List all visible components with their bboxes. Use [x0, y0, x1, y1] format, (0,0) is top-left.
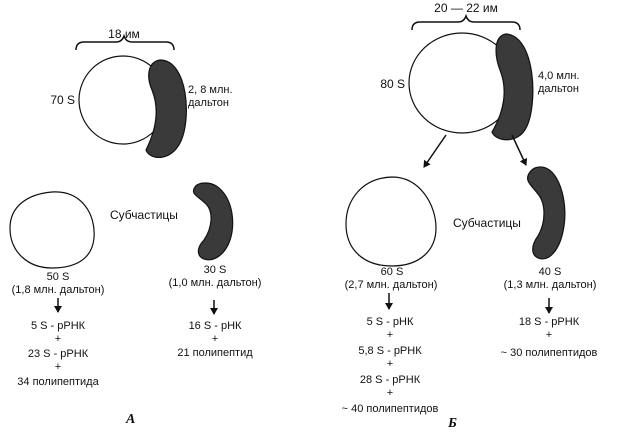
subunit-50s-mass: (1,8 млн. дальтон) — [11, 284, 105, 296]
subunit-40s-shape — [526, 166, 566, 260]
plus-sign: + — [545, 329, 553, 341]
subunit-50s-component-1: 5 S - рРНК — [30, 320, 86, 332]
subunit-60s-component-3: 28 S - рРНК — [359, 374, 421, 386]
plus-sign: + — [386, 329, 394, 341]
subunit-50s-component-3: 34 полипептида — [17, 376, 99, 388]
subunit-30s-label: 30 S — [203, 264, 227, 276]
subunit-60s-component-2: 5,8 S - рРНК — [358, 345, 422, 357]
subunit-60s-component-4: ~ 40 полипептидов — [341, 403, 439, 415]
subunit-40s-label: 40 S — [538, 266, 562, 278]
subunit-40s-mass: (1,3 млн. дальтон) — [503, 279, 597, 291]
subparticles-label-a: Субчастицы — [110, 208, 178, 222]
subunit-50s-component-2: 23 S - рРНК — [27, 348, 89, 360]
arrow-80s-to-60s — [423, 134, 447, 168]
subunit-60s-mass: (2,7 млн. дальтон) — [344, 279, 438, 291]
panel-letter-a: А — [126, 412, 136, 427]
subunit-60s-label: 60 S — [380, 266, 404, 278]
subunit-30s-mass: (1,0 млн. дальтон) — [168, 277, 262, 289]
plus-sign: + — [386, 358, 394, 370]
ribosome-70s-label: 70 S — [50, 93, 75, 107]
size-brace-b — [411, 13, 521, 31]
ribosome-80s-label: 80 S — [380, 77, 405, 91]
subunit-50s-shape — [9, 191, 95, 269]
plus-sign: + — [386, 387, 394, 399]
mass-70s-line2: дальтон — [188, 97, 229, 109]
subunit-60s-shape — [345, 176, 437, 267]
mass-80s-line1: 4,0 млн. — [538, 70, 580, 82]
ribosome-70s-small-subunit — [145, 59, 187, 158]
mass-70s-line1: 2, 8 млн. — [188, 84, 233, 96]
size-label-b: 20 — 22 им — [434, 1, 498, 15]
subunit-60s-component-1: 5 S - рНК — [366, 316, 414, 328]
plus-sign: + — [54, 361, 62, 373]
plus-sign: + — [54, 333, 62, 345]
subunit-40s-component-1: 18 S - рРНК — [518, 316, 580, 328]
mass-80s-line2: дальтон — [538, 83, 579, 95]
size-brace-a — [75, 33, 175, 51]
subunit-30s-component-1: 16 S - рНК — [188, 320, 242, 332]
subparticles-label-b: Субчастицы — [453, 216, 521, 230]
arrow-80s-to-40s — [511, 134, 528, 166]
subunit-30s-shape — [192, 182, 234, 261]
ribosome-80s-small-subunit — [491, 33, 534, 141]
subunit-50s-label: 50 S — [46, 271, 70, 283]
plus-sign: + — [211, 333, 219, 345]
panel-letter-b: Б — [448, 416, 457, 431]
size-label-a: 18 им — [108, 27, 140, 41]
subunit-40s-component-2: ~ 30 полипептидов — [500, 347, 598, 359]
subunit-30s-component-2: 21 полипептид — [177, 347, 253, 359]
